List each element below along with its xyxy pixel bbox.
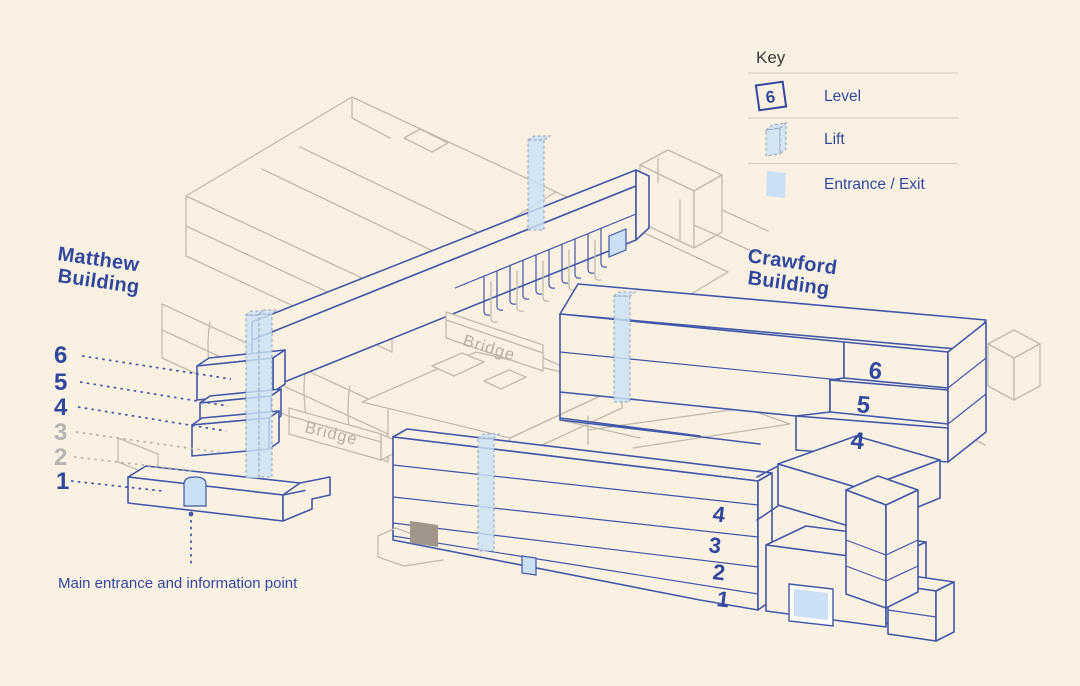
matthew-level-4: 4 [54,394,68,421]
key-level-label: Level [824,88,861,105]
crawford-level-4: 4 [849,427,866,455]
main-entrance-marker [183,476,207,507]
matthew-level-5: 5 [54,369,67,396]
key-lift-label: Lift [824,131,845,148]
matthew-level-6: 6 [54,342,67,369]
lift-shaft-front [476,433,501,552]
front-level-1: 1 [715,586,730,612]
lift-shaft-matthew [244,309,279,479]
key-title: Key [756,48,786,67]
crawford-building-label: Crawford Building [746,245,838,300]
key-entrance-label: Entrance / Exit [824,176,925,193]
main-entrance-annotation: Main entrance and information point [58,511,298,592]
front-level-3: 3 [707,532,722,558]
front-entrance-marker [521,555,537,576]
svg-text:6: 6 [764,87,776,107]
matthew-level-3: 3 [54,419,67,446]
matthew-level-2: 2 [54,444,67,471]
wing-entrance-marker [608,228,627,258]
matthew-level-1: 1 [56,468,69,495]
key-panel: Key 6 Level Lift Entrance / Exit [748,48,958,198]
lift-shaft-roof [526,135,552,231]
lift-icon [764,121,788,157]
dark-service-block [410,521,438,547]
crawford-level-5: 5 [855,391,871,419]
front-level-numbers: 4 3 2 1 [707,501,730,612]
leader-dot [188,511,194,517]
front-level-4: 4 [711,501,727,527]
crawford-level-6: 6 [867,357,883,385]
matthew-building-label: Matthew Building [56,243,141,298]
level-badge-icon: 6 [754,80,788,112]
annex-entrance-marker [794,589,828,620]
matthew-level-index: 6 5 4 3 2 1 [54,342,232,495]
lift-shaft-crawford [612,291,637,403]
crawford-level-numbers: 6 5 4 [849,357,883,455]
entrance-icon [766,171,786,198]
crawford-building-structure [559,283,987,609]
main-entrance-label: Main entrance and information point [58,575,298,592]
front-level-2: 2 [711,559,726,585]
wing-fins [483,228,608,323]
